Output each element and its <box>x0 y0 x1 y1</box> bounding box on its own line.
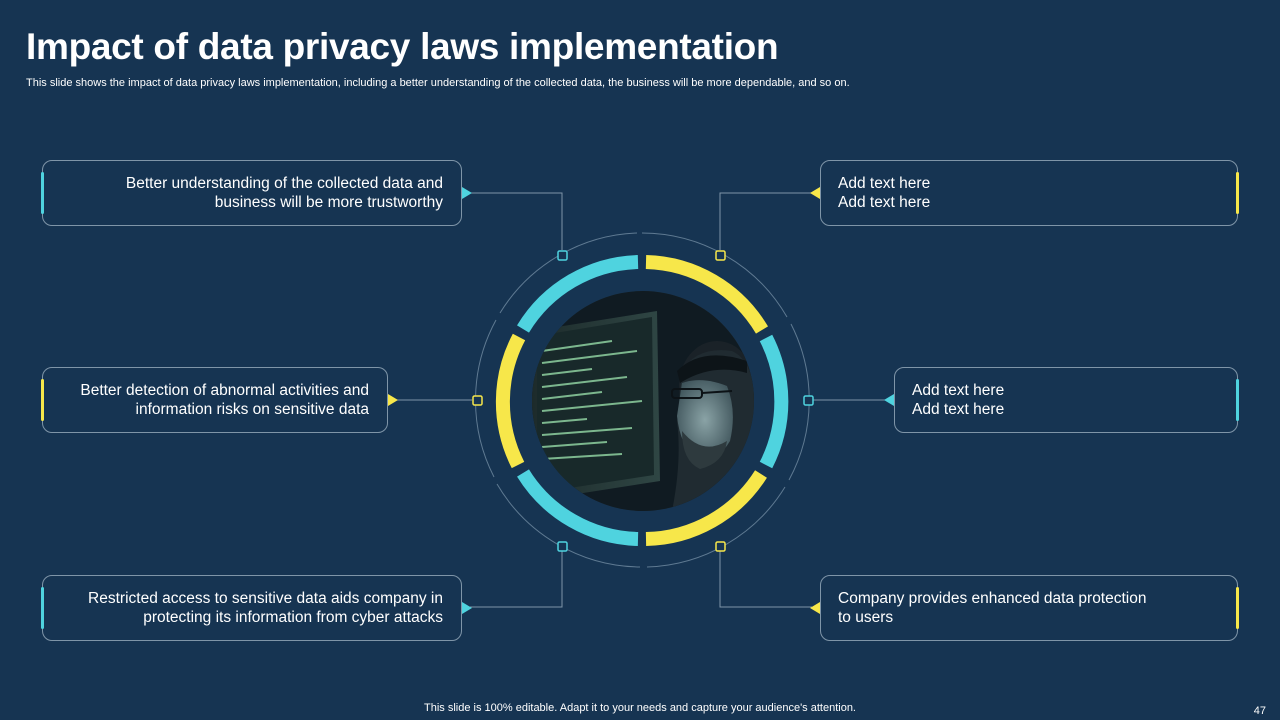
text-box-bottom-right: Company provides enhanced data protectio… <box>810 575 1239 641</box>
slide-footer: This slide is 100% editable. Adapt it to… <box>424 702 856 714</box>
slide-subtitle: This slide shows the impact of data priv… <box>26 77 850 89</box>
text-box-middle-left: Better detection of abnormal activities … <box>41 367 398 433</box>
accent-bar <box>1236 379 1239 421</box>
node-top-right <box>715 250 726 261</box>
box-text-line: Company provides enhanced data protectio… <box>838 590 1147 607</box>
box-text-line: Better detection of abnormal activities … <box>80 382 369 399</box>
hacker-photo-icon <box>532 291 754 511</box>
node-bottom-left <box>557 541 568 552</box>
box-text-line: Add text here <box>912 382 1005 399</box>
inner-arcs <box>495 255 789 546</box>
box-text-line: business will be more trustworthy <box>214 194 443 211</box>
arc-yellow-top-right <box>645 255 769 334</box>
box-text-line: Add text here <box>838 175 931 192</box>
accent-bar <box>41 379 44 421</box>
slide-title: Impact of data privacy laws implementati… <box>26 26 779 67</box>
text-box-bottom-left: Restricted access to sensitive data aids… <box>41 575 472 641</box>
connectors <box>395 192 886 608</box>
arc-yellow-bottom-right <box>645 470 767 546</box>
nodes <box>472 250 814 552</box>
node-bottom-right <box>715 541 726 552</box>
accent-bar <box>1236 172 1239 214</box>
hacker-photo <box>532 291 754 511</box>
pointer-icon <box>810 602 820 614</box>
text-box-middle-right: Add text here Add text here <box>884 367 1239 433</box>
pointer-icon <box>462 187 472 199</box>
page-number: 47 <box>1253 705 1266 717</box>
box-text-line: Restricted access to sensitive data aids… <box>88 590 443 607</box>
text-box-top-left: Better understanding of the collected da… <box>41 160 472 226</box>
accent-bar <box>41 172 44 214</box>
box-text-line: to users <box>838 609 894 626</box>
pointer-icon <box>884 394 894 406</box>
pointer-icon <box>462 602 472 614</box>
node-left <box>472 395 483 406</box>
pointer-icon <box>810 187 820 199</box>
node-right <box>803 395 814 406</box>
box-text-line: protecting its information from cyber at… <box>143 609 443 626</box>
text-box-top-right: Add text here Add text here <box>810 160 1239 226</box>
arc-cyan-top-left <box>517 255 639 333</box>
arc-yellow-left <box>495 333 526 469</box>
box-text-line: information risks on sensitive data <box>135 401 369 418</box>
accent-bar <box>1236 587 1239 629</box>
box-text-line: Add text here <box>838 194 931 211</box>
box-text-line: Add text here <box>912 401 1005 418</box>
box-text-line: Better understanding of the collected da… <box>125 175 443 192</box>
arc-cyan-bottom-left <box>517 469 639 546</box>
pointer-icon <box>388 394 398 406</box>
arc-cyan-right <box>759 334 789 469</box>
accent-bar <box>41 587 44 629</box>
node-top-left <box>557 250 568 261</box>
